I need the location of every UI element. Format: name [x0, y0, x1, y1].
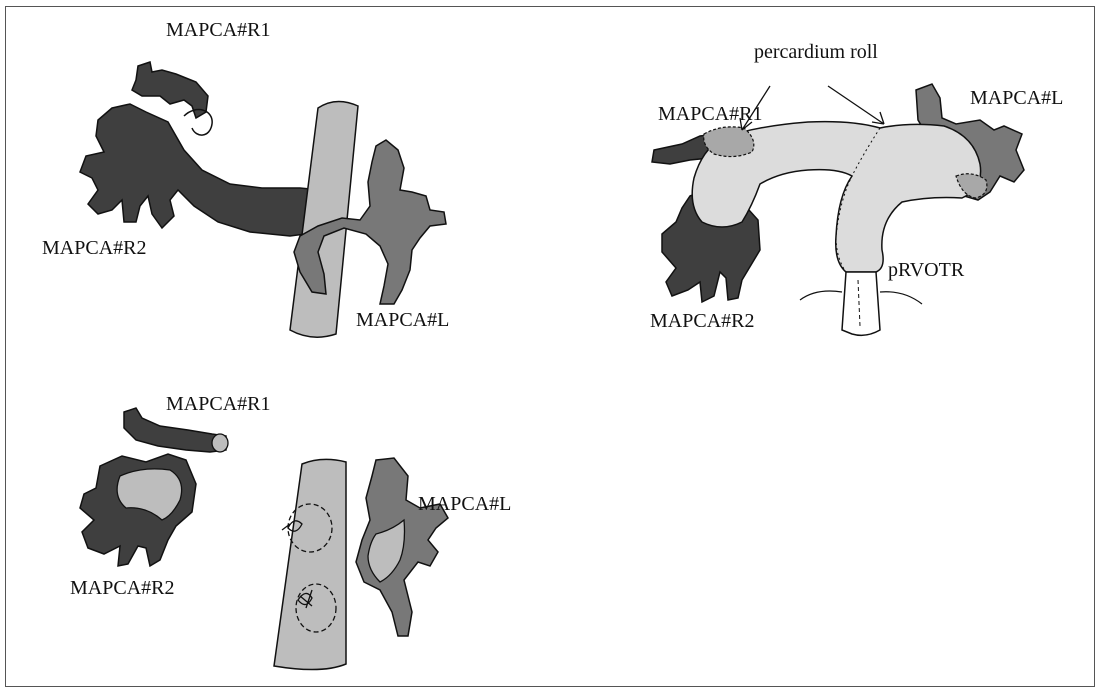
r1-stub-opening: [212, 434, 228, 452]
label-top-right-r2: MAPCA#R2: [650, 311, 754, 331]
label-top-left-r1: MAPCA#R1: [166, 20, 270, 40]
label-top-right-l: MAPCA#L: [970, 88, 1063, 108]
label-prvotr: pRVOTR: [888, 260, 964, 280]
prvotr-conduit: [842, 272, 880, 335]
panel-top-left: [80, 62, 446, 337]
panel-bottom-left: [80, 408, 448, 670]
label-bottom-left-r1: MAPCA#R1: [166, 394, 270, 414]
label-percardium-roll: percardium roll: [754, 42, 878, 62]
label-top-right-r1: MAPCA#R1: [658, 104, 762, 124]
label-top-left-r2: MAPCA#R2: [42, 238, 146, 258]
aorta-tube-bottom: [274, 459, 346, 669]
label-bottom-left-r2: MAPCA#R2: [70, 578, 174, 598]
label-bottom-left-l: MAPCA#L: [418, 494, 511, 514]
mapca-r2-vessel: [80, 104, 330, 236]
r1-anastomosis-patch: [704, 127, 754, 157]
arrow-right: [828, 86, 884, 124]
label-top-left-l: MAPCA#L: [356, 310, 449, 330]
